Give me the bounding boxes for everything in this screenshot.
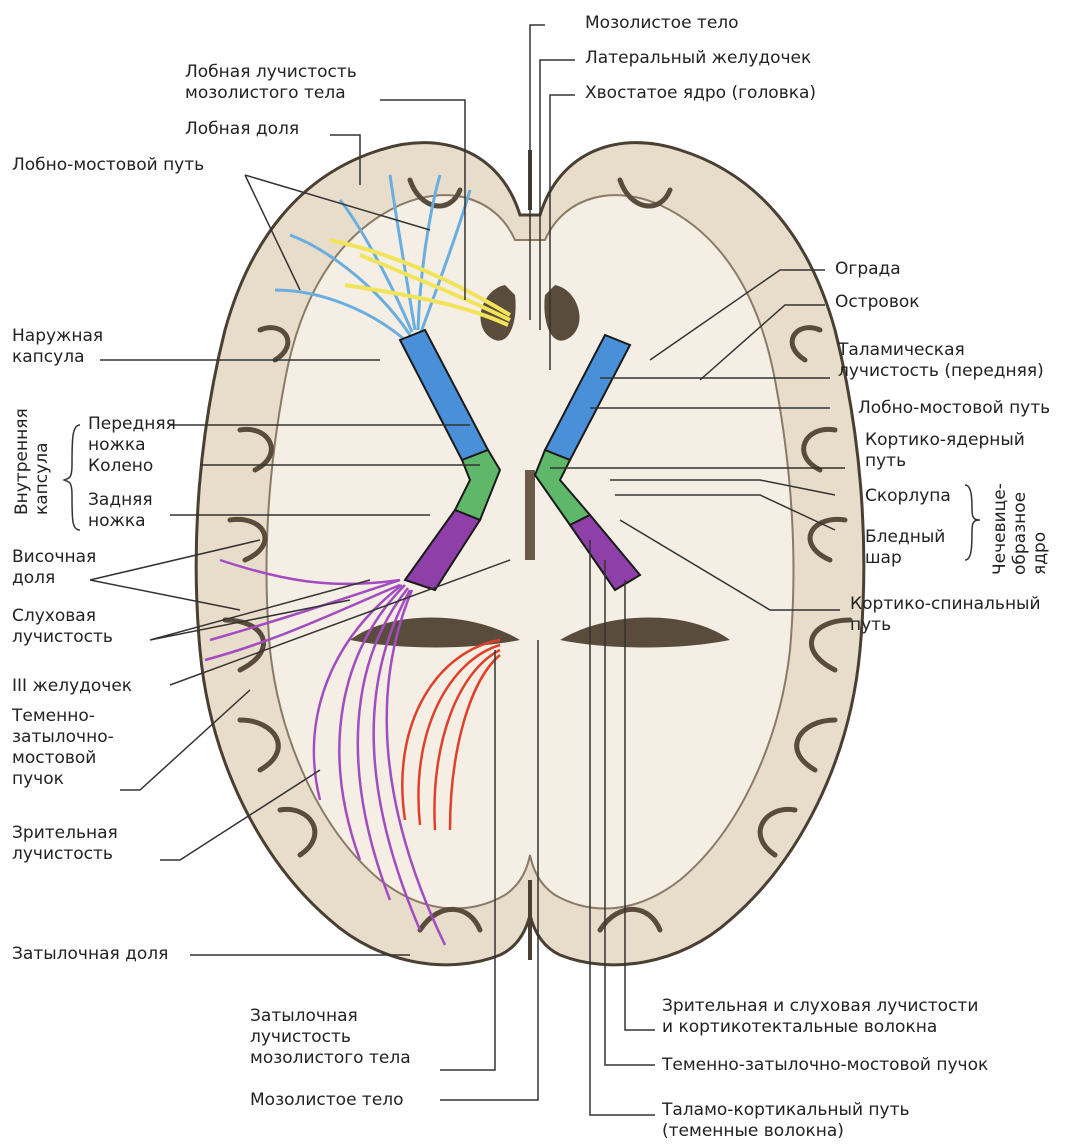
label-putamen: Скорлупа [865,486,951,507]
label-occipital-radiation: Затылочная лучистость мозолистого тела [250,1006,411,1069]
label-frontopontine-right: Лобно-мостовой путь [858,398,1050,419]
label-caudate-head: Хвостатое ядро (головка) [585,83,816,104]
label-claustrum: Ограда [835,259,901,280]
label-frontal-lobe: Лобная доля [185,119,299,140]
label-corticonuclear: Кортико-ядерный путь [865,430,1025,472]
label-internal-capsule: Внутренняя капсула [12,408,52,515]
label-visual-auditory-fibers: Зрительная и слуховая лучистости и корти… [662,996,978,1038]
label-frontal-radiation: Лобная лучистость мозолистого тела [185,62,357,104]
label-corpus-callosum-bottom: Мозолистое тело [250,1090,404,1111]
label-third-ventricle: III желудочек [12,676,132,697]
label-thalamic-radiation: Таламическая лучистость (передняя) [838,340,1044,382]
label-frontopontine-left: Лобно-мостовой путь [12,155,204,176]
label-lentiform-nucleus: Чечевице- образное ядро [990,483,1050,575]
label-globus-pallidus: Бледный шар [865,527,945,569]
label-corpus-callosum-top: Мозолистое тело [585,13,739,34]
label-anterior-limb: Передняя ножка [88,414,176,456]
label-posterior-limb: Задняя ножка [88,490,153,532]
label-insula: Островок [835,292,920,313]
label-temporal-lobe: Височная доля [12,547,96,589]
label-genu: Колено [88,456,153,477]
lentiform-bracket [965,485,980,560]
label-auditory-radiation: Слуховая лучистость [12,606,113,648]
label-external-capsule: Наружная капсула [12,326,103,368]
label-parietooccipitopontine-left: Теменно- затылочно- мостовой пучок [12,706,114,790]
label-parietooccipitopontine-right: Теменно-затылочно-мостовой пучок [662,1055,988,1076]
label-optic-radiation: Зрительная лучистость [12,823,118,865]
third-ventricle [525,470,535,560]
label-lateral-ventricle: Латеральный желудочек [585,48,811,69]
label-thalamocortical: Таламо-кортикальный путь (теменные волок… [662,1100,910,1142]
label-corticospinal: Кортико-спинальный путь [850,594,1041,636]
internal-capsule-bracket [64,425,80,530]
label-occipital-lobe: Затылочная доля [12,944,168,965]
